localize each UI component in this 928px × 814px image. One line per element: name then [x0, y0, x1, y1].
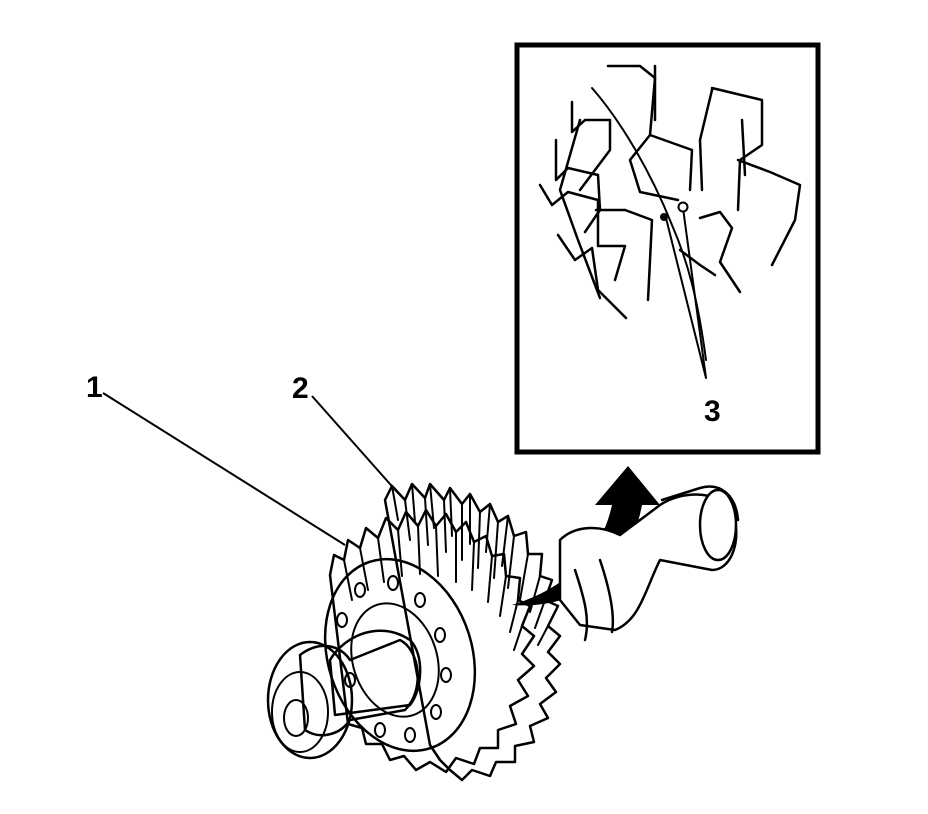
- inset-gear-teeth: [538, 64, 802, 320]
- shaft-journal: [298, 638, 419, 737]
- gear-2-teeth: [383, 482, 562, 782]
- callout-3-label: 3: [704, 395, 721, 428]
- bearing-bore: [283, 699, 309, 737]
- input-shaft-stub: [266, 629, 422, 760]
- detail-inset-frame: [514, 42, 821, 455]
- detail-pointer-arrow: [512, 466, 660, 606]
- gear-1-teeth: [328, 508, 536, 774]
- inset-mark-dot: [660, 213, 668, 221]
- output-shaft: [558, 485, 740, 642]
- gear-1-bolt-holes: [336, 575, 452, 743]
- callout-1-leader: [102, 392, 346, 546]
- callout-1-label: 1: [86, 371, 103, 404]
- bearing-collar: [266, 640, 354, 760]
- detail-inset: 3: [514, 42, 821, 455]
- callout-3-leader: [665, 207, 707, 379]
- gear-1-hub-inner: [350, 602, 440, 718]
- callout-2-leader: [311, 395, 399, 494]
- bearing-face: [271, 671, 329, 753]
- inset-mark-ring: [677, 201, 689, 213]
- gear-1: [323, 508, 536, 774]
- callout-2-label: 2: [292, 372, 309, 405]
